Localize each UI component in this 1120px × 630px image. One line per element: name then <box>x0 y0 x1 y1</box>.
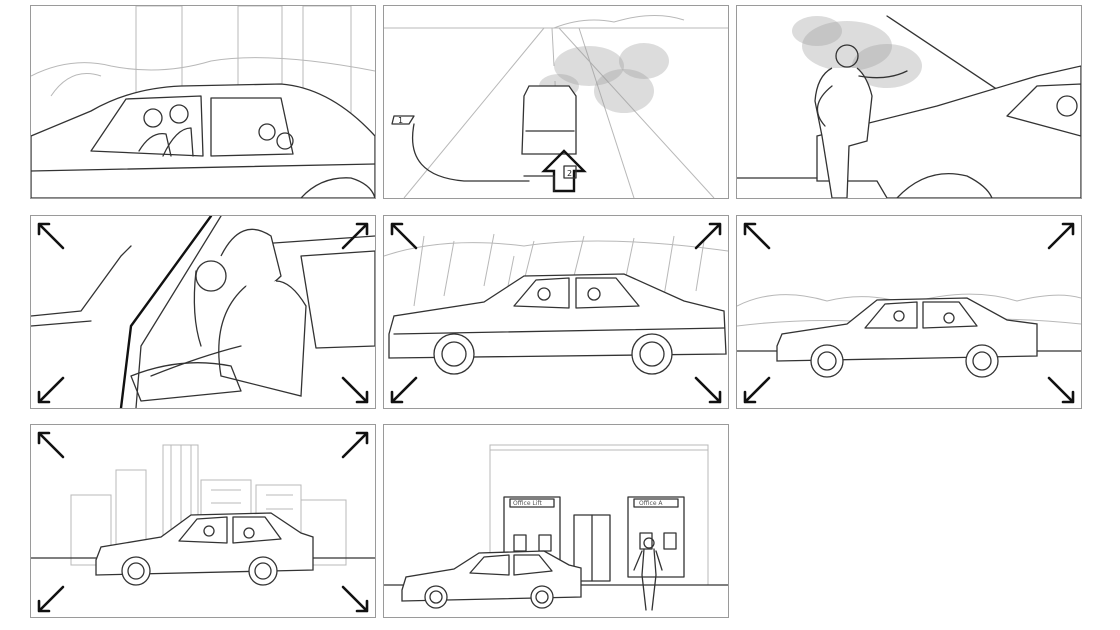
expand-arrow-top-left-icon <box>741 220 775 254</box>
expand-arrow-bottom-left-icon <box>35 581 69 615</box>
panel-2-mark-b: 2 <box>567 169 572 178</box>
expand-arrow-top-left-icon <box>35 429 69 463</box>
expand-arrow-top-right-icon <box>337 220 371 254</box>
storyboard-panel-8: Office Lift Office A <box>383 424 729 618</box>
panel-2-mark-a: 1 <box>398 116 403 125</box>
panel-6-drawing <box>737 293 1081 378</box>
expand-arrow-top-right-icon <box>337 429 371 463</box>
storyboard-panel-2: 1 2 <box>383 5 729 199</box>
storyboard-panel-7 <box>30 424 376 618</box>
panel-1-drawing <box>31 6 375 198</box>
panel-8-left-sign: Office Lift <box>513 500 542 507</box>
expand-arrow-bottom-left-icon <box>388 372 422 406</box>
storyboard-panel-3 <box>736 5 1082 199</box>
storyboard-panel-5 <box>383 215 729 409</box>
storyboard-panel-6 <box>736 215 1082 409</box>
storyboard-panel-1 <box>30 5 376 199</box>
panel-8-drawing: Office Lift Office A <box>384 444 728 611</box>
expand-arrow-top-left-icon <box>35 220 69 254</box>
panel-8-right-sign: Office A <box>639 500 663 507</box>
panel-2-drawing: 1 2 <box>384 14 728 198</box>
expand-arrow-bottom-left-icon <box>741 372 775 406</box>
expand-arrow-bottom-left-icon <box>35 372 69 406</box>
storyboard-panel-4 <box>30 215 376 409</box>
expand-arrow-top-right-icon <box>690 220 724 254</box>
expand-arrow-bottom-right-icon <box>1043 372 1077 406</box>
expand-arrow-bottom-right-icon <box>337 581 371 615</box>
panel-7-drawing <box>31 444 375 586</box>
expand-arrow-bottom-right-icon <box>690 372 724 406</box>
panel-5-drawing <box>384 233 728 375</box>
expand-arrow-top-left-icon <box>388 220 422 254</box>
expand-arrow-bottom-right-icon <box>337 372 371 406</box>
panel-3-drawing <box>737 15 1081 198</box>
panel-4-drawing <box>31 216 375 408</box>
expand-arrow-top-right-icon <box>1043 220 1077 254</box>
